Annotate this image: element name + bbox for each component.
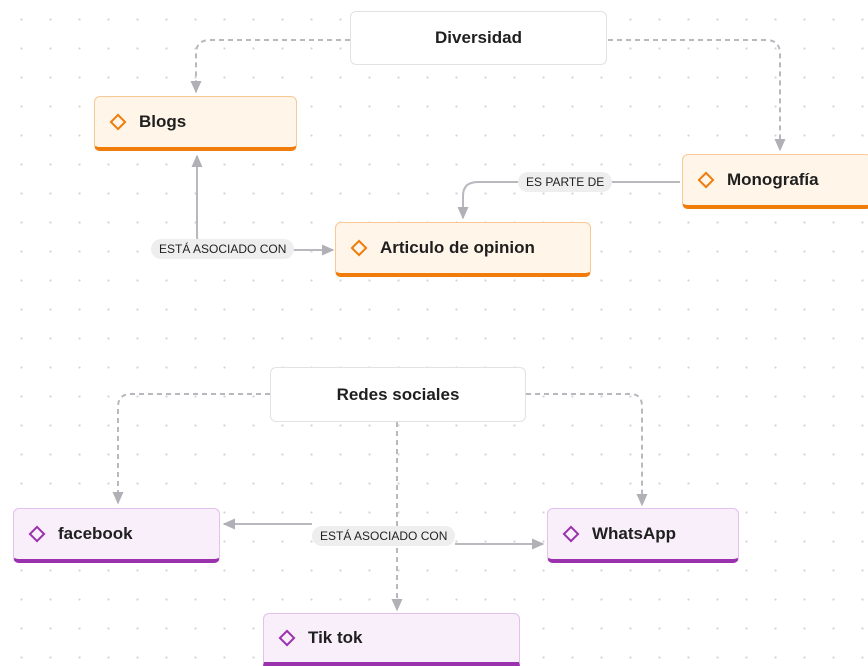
node-whatsapp-label: WhatsApp (592, 524, 677, 543)
topic-diversidad-label: Diversidad (435, 28, 522, 47)
edge-label-facebook-whatsapp: ESTÁ ASOCIADO CON (312, 526, 456, 546)
edge-diversidad-blogs (190, 39, 350, 94)
node-articulo-de-opinion[interactable]: Articulo de opinion (335, 222, 591, 277)
diamond-icon (28, 525, 46, 543)
edge-label-blogs-articulo: ESTÁ ASOCIADO CON (151, 239, 295, 259)
topic-redes-sociales-label: Redes sociales (336, 384, 460, 404)
diamond-icon (562, 525, 580, 543)
topic-diversidad[interactable]: Diversidad (350, 11, 607, 65)
node-blogs[interactable]: Blogs (94, 96, 297, 151)
diamond-icon (278, 629, 296, 647)
node-articulo-label: Articulo de opinion (380, 238, 535, 257)
edge-redes-facebook (112, 393, 270, 505)
diamond-icon (350, 239, 368, 257)
edge-label-monografia-articulo: ES PARTE DE (518, 172, 613, 192)
edge-redes-whatsapp (526, 393, 648, 507)
node-tiktok[interactable]: Tik tok (263, 613, 520, 666)
node-facebook-label: facebook (58, 524, 133, 543)
node-monografia-label: Monografía (727, 170, 819, 189)
node-blogs-label: Blogs (139, 112, 187, 131)
node-tiktok-label: Tik tok (308, 628, 363, 647)
topic-redes-sociales[interactable]: Redes sociales (270, 367, 526, 422)
node-monografia[interactable]: Monografía (682, 154, 868, 209)
edge-monografia-articulo (457, 181, 680, 220)
edge-diversidad-monografia (608, 39, 786, 152)
diamond-icon (697, 171, 715, 189)
diamond-icon (109, 113, 127, 131)
node-facebook[interactable]: facebook (13, 508, 220, 563)
edge-blogs-articulo (191, 154, 335, 256)
node-whatsapp[interactable]: WhatsApp (547, 508, 739, 563)
